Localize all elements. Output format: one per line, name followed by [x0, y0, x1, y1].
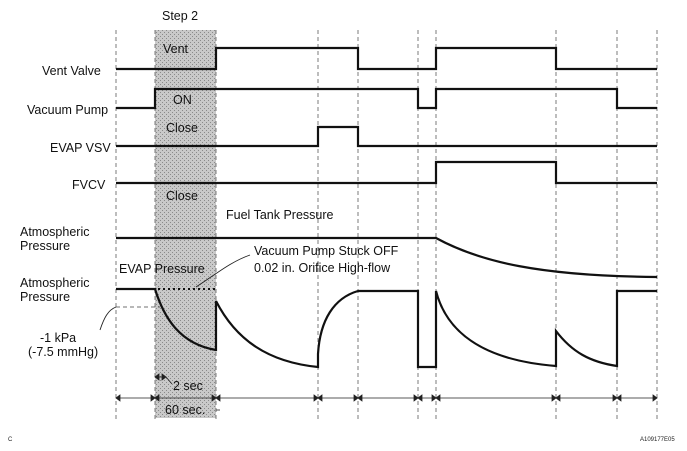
- step-label: Step 2: [162, 9, 198, 23]
- state-close-vsv: Close: [166, 121, 198, 135]
- state-on: ON: [173, 93, 192, 107]
- fvcv-signal: [116, 160, 657, 185]
- kpa-label: -1 kPa: [40, 331, 76, 345]
- vacuum-pump-label: Vacuum Pump: [27, 103, 108, 117]
- vacuum-pump-signal: [116, 87, 657, 110]
- state-vent: Vent: [163, 42, 189, 56]
- atmospheric-1-line1: Atmospheric: [20, 225, 89, 239]
- timing-arrows: [115, 394, 658, 402]
- stuck-off-leader: [195, 254, 251, 288]
- sixty-sec-label: 60 sec.: [165, 403, 205, 417]
- evap-pressure-curve: [116, 287, 657, 369]
- fuel-tank-pressure-label: Fuel Tank Pressure: [226, 208, 334, 222]
- two-sec-arrow: [154, 373, 173, 385]
- state-close-fvcv: Close: [166, 189, 198, 203]
- fvcv-label: FVCV: [72, 178, 106, 192]
- atmospheric-2-line2: Pressure: [20, 290, 70, 304]
- step2-band: [155, 30, 216, 418]
- mmhg-label: (-7.5 mmHg): [28, 345, 98, 359]
- vent-valve-label: Vent Valve: [42, 64, 101, 78]
- atmospheric-1-line2: Pressure: [20, 239, 70, 253]
- vent-valve-signal: [116, 46, 657, 71]
- stuck-off-label: Vacuum Pump Stuck OFF: [254, 244, 399, 258]
- evap-vsv-label: EVAP VSV: [50, 141, 111, 155]
- orifice-label: 0.02 in. Orifice High-flow: [254, 261, 391, 275]
- corner-letter: C: [8, 437, 13, 443]
- two-sec-label: 2 sec: [173, 379, 203, 393]
- evap-pressure-label: EVAP Pressure: [119, 262, 205, 276]
- evap-vsv-signal: [116, 125, 657, 148]
- atmospheric-2-line1: Atmospheric: [20, 276, 89, 290]
- figure-id: A109177E05: [640, 437, 675, 443]
- fuel-tank-pressure-curve: [116, 236, 658, 279]
- kpa-leader: [99, 306, 117, 331]
